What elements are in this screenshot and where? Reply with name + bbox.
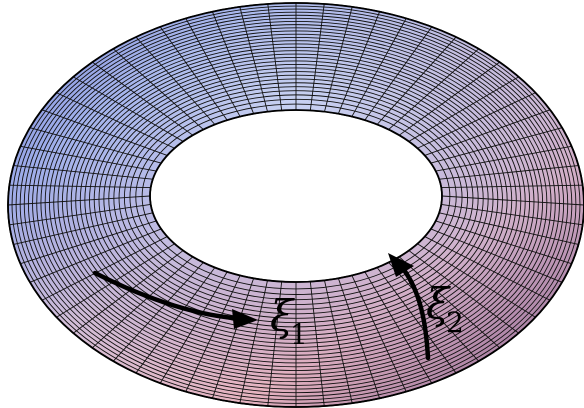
svg-text:1: 1: [290, 318, 308, 351]
svg-text:2: 2: [446, 306, 464, 339]
